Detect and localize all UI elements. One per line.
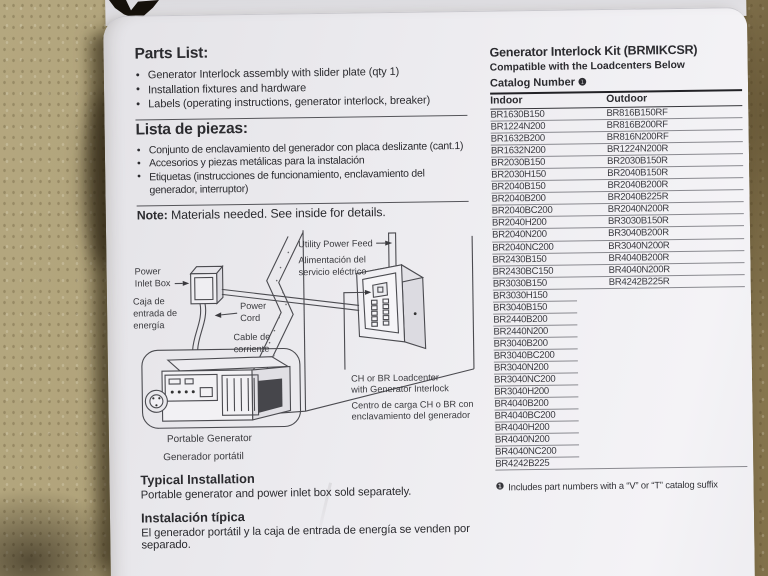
cell-indoor: BR4242B225 [495,458,550,470]
cell-indoor: BR4040NC200 [495,445,611,459]
footnote-text: Includes part numbers with a “V” or “T” … [508,478,718,493]
catalog-subtitle: Compatible with the Loadcenters Below [489,59,685,74]
column-header-outdoor: Outdoor [606,93,648,105]
power-cord-label-es-2: corriente [234,344,270,354]
inlet-box-label-es-1: Caja de [133,296,165,306]
cell-outdoor: BR4040N200R [608,263,670,276]
cell-outdoor: BR3040N200R [608,239,670,252]
cell-indoor: BR1630B150 [490,108,545,121]
catalog-rows: BR1630B150 BR816B150RF BR1224N200 BR816B200… [490,106,748,471]
typical-installation-text-es: El generador portátil y la caja de entra… [141,522,470,552]
cell-indoor: BR3030B150 [492,277,547,290]
cell-indoor: BR2040H200 [491,217,547,230]
cell-outdoor: BR4242B225R [608,275,670,288]
cell-outdoor: BR2030B150R [607,155,668,168]
cell-indoor: BR2040NC200 [492,241,554,254]
cell-outdoor: BR3040B200R [608,227,669,240]
cell-outdoor: BR3030B150R [607,215,669,228]
cell-outdoor: BR816B200RF [606,119,668,132]
loadcenter-label-es-1: Centro de carga CH o BR con [351,399,473,411]
cell-outdoor: BR4040B200R [608,251,670,264]
footnote-marker-icon: ❶ [495,481,505,493]
cell-indoor: BR2040N200 [492,229,547,242]
inlet-box-label-es-3: energía [133,320,165,330]
inlet-box-label-1: Power [135,266,161,276]
generator-label: Portable Generator [167,433,253,445]
cell-outdoor: BR816N200RF [606,131,669,144]
cell-outdoor: BR2040B200R [607,179,669,192]
loadcenter-drawing [355,263,427,350]
cell-outdoor: BR816B150RF [606,107,668,119]
leader-arrows [174,240,393,370]
cell-indoor: BR2030H150 [491,169,546,181]
conduit-lines [221,288,360,311]
cell-outdoor: BR2040B150R [607,167,669,180]
catalog-section: Generator Interlock Kit (BRMIKCSR) Compa… [489,42,748,493]
cell-indoor: BR2040B150 [491,181,546,193]
power-cord-label-es-1: Cable de [233,332,270,343]
catalog-footnote: ❶ Includes part numbers with a “V” or “T… [496,478,748,493]
power-cord-label-1: Power [240,301,266,311]
parts-list-items: Generator Interlock assembly with slider… [135,64,468,112]
generator-drawing [141,347,302,429]
utility-feed-label-es-2: servicio eléctrico [299,266,367,277]
utility-feed-mast [388,232,397,272]
cell-indoor: BR2030B150 [491,157,546,169]
cell-outdoor: BR2040B225R [607,191,669,204]
power-inlet-box-drawing [189,264,224,305]
parts-list-section: Parts List: Generator Interlock assembly… [134,41,468,121]
lista-piezas-title: Lista de piezas: [135,119,248,139]
generator-label-es: Generador portátil [163,451,244,463]
lista-piezas-items: Conjunto de enclavamiento del generador … [136,140,469,198]
instruction-sheet-cover: Parts List: Generator Interlock assembly… [103,7,756,576]
cell-indoor: BR2040BC200 [491,205,553,217]
inlet-box-label-es-2: entrada de [133,308,177,319]
inlet-box-label-2: Inlet Box [135,278,171,289]
note-label: Note: [136,208,168,223]
materials-note: Note: Materials needed. See inside for d… [137,205,386,222]
installation-diagram: Utility Power Feed Alimentación del serv… [133,230,475,463]
breaker-rows [370,298,390,327]
power-cord-drawing [192,303,207,350]
utility-feed-label: Utility Power Feed [298,238,373,249]
cell-indoor: BR1632N200 [490,144,546,157]
cell-indoor: BR1632B200 [490,132,545,145]
cell-indoor: BR2040B200 [491,193,546,205]
cell-outdoor [611,455,747,468]
footnote-marker-icon: ❶ [577,77,587,89]
catalog-number-text: Catalog Number [489,76,576,90]
cell-outdoor: BR2040N200R [607,203,670,216]
list-item: Etiquetas (instrucciones de funcionamien… [136,167,468,198]
typical-installation-section: Typical Installation Portable generator … [140,467,501,560]
utility-feed-label-es-1: Alimentación del [298,254,366,265]
typical-installation-text: Portable generator and power inlet box s… [140,485,412,502]
power-cord-label-2: Cord [240,313,260,323]
loadcenter-label-es-2: enclavamiento del generador [352,410,471,422]
catalog-title: Generator Interlock Kit (BRMIKCSR) [489,42,698,60]
loadcenter-label-2: with Generator Interlock [350,383,449,394]
column-header-indoor: Indoor [490,95,523,107]
cell-indoor: BR2430BC150 [492,265,554,278]
parts-list-title: Parts List: [134,44,209,63]
cell-indoor: BR2430B150 [492,253,547,266]
note-text: Materials needed. See inside for details… [170,205,386,223]
cell-indoor: BR1224N200 [490,120,546,133]
loadcenter-label-1: CH or BR Loadcenter [351,372,439,383]
lista-piezas-section: Lista de piezas: Conjunto de enclavamien… [135,117,469,207]
cell-outdoor: BR1224N200R [606,143,669,156]
